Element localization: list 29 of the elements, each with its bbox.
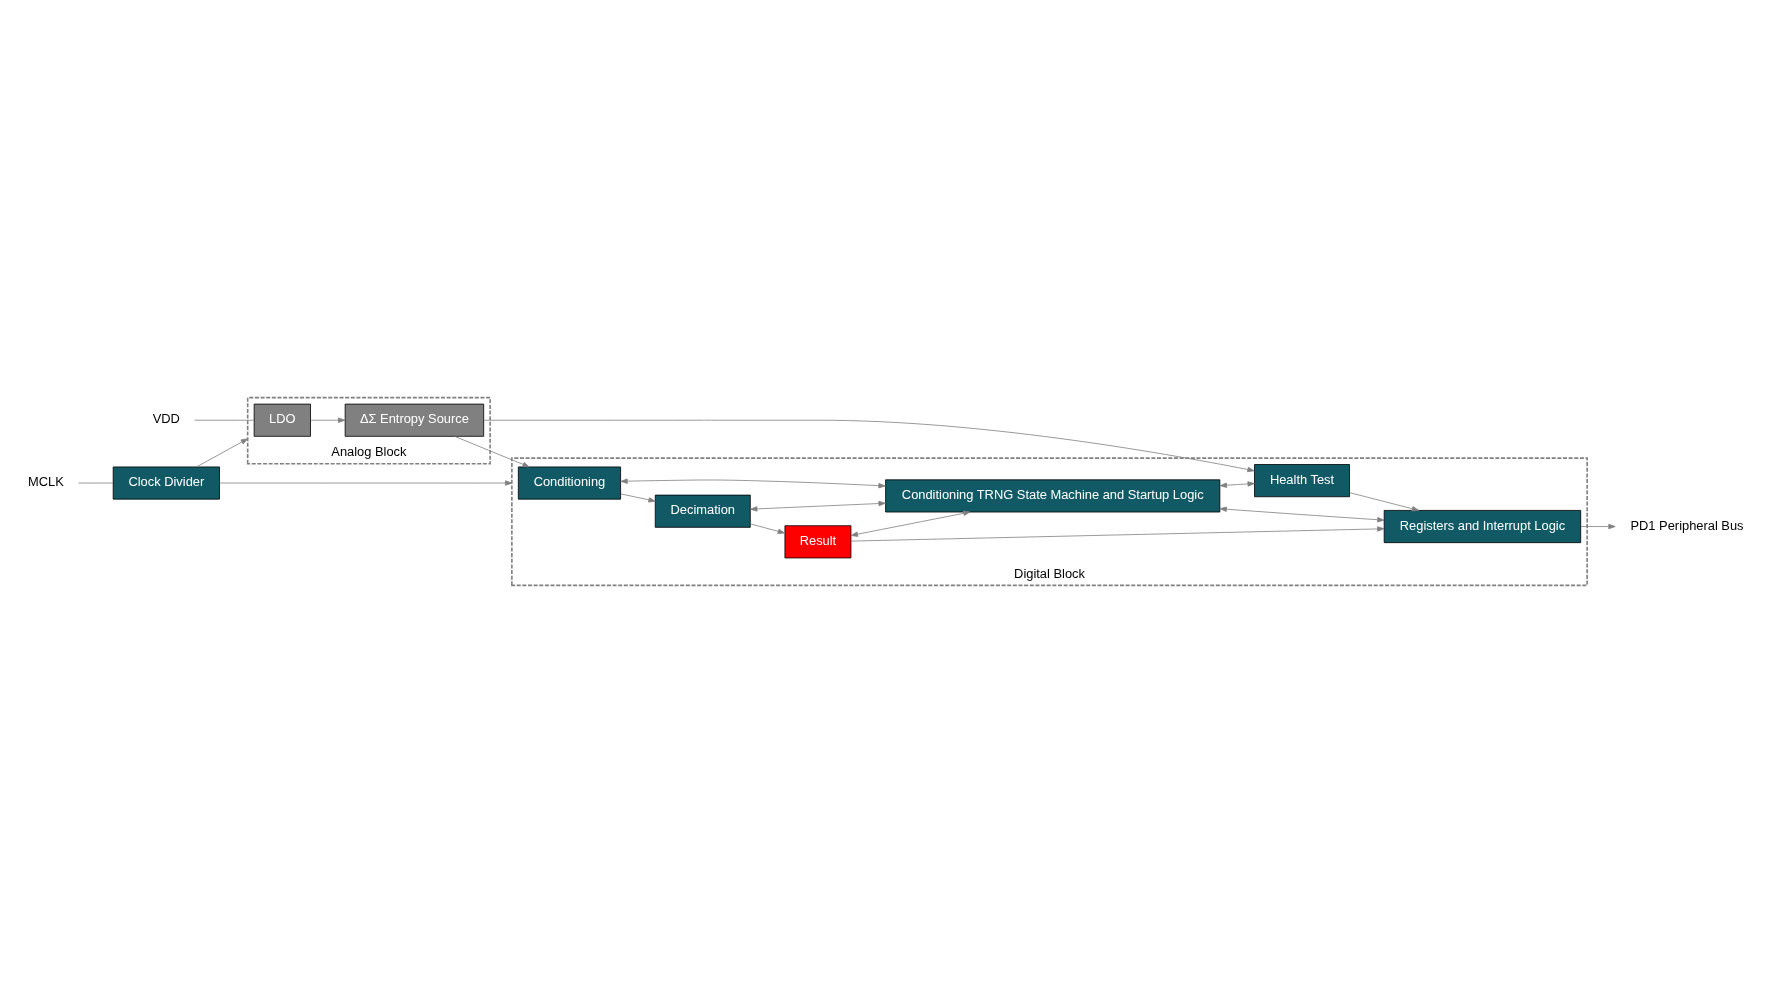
arrow bbox=[195, 437, 248, 467]
arrow bbox=[309, 417, 345, 423]
arrow bbox=[850, 510, 970, 537]
arrow bbox=[619, 478, 886, 488]
arrow bbox=[482, 419, 1255, 472]
connector bbox=[77, 482, 113, 483]
arrow bbox=[1348, 491, 1419, 511]
node-text: PD1 Peripheral Bus bbox=[1629, 517, 1744, 533]
node-box: Conditioning bbox=[517, 466, 621, 500]
arrow bbox=[453, 435, 530, 467]
arrow bbox=[218, 479, 512, 486]
arrow bbox=[619, 492, 656, 502]
arrow bbox=[749, 522, 785, 534]
node-text: MCLK bbox=[27, 473, 64, 489]
node-box: Decimation bbox=[654, 494, 751, 528]
arrow bbox=[850, 525, 1384, 541]
arrow bbox=[1579, 523, 1616, 529]
arrow bbox=[1219, 506, 1384, 522]
arrow bbox=[749, 500, 886, 512]
node-box: Conditioning TRNG State Machine and Startup Logic bbox=[884, 478, 1220, 512]
arrow bbox=[1219, 480, 1255, 488]
connector bbox=[193, 419, 254, 421]
node-box: ΔΣ Entropy Source bbox=[344, 403, 484, 437]
node-box: Health Test bbox=[1253, 463, 1350, 497]
node-text: VDD bbox=[152, 410, 180, 426]
node-box: Result bbox=[784, 524, 851, 558]
node-box: Registers and Interrupt Logic bbox=[1383, 509, 1581, 543]
node-box: Clock Divider bbox=[112, 466, 220, 500]
node-box: LDO bbox=[253, 403, 311, 437]
